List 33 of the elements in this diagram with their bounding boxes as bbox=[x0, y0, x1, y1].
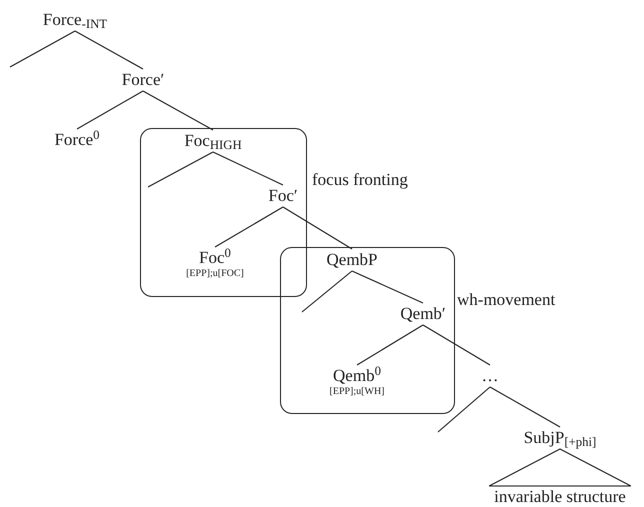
tree-branch bbox=[302, 270, 352, 312]
node-label: Force$^{0}$ bbox=[54, 130, 100, 150]
tree-branch bbox=[356, 324, 424, 366]
node-label: … bbox=[482, 366, 498, 386]
node-label: Foc$^{0}$ bbox=[199, 248, 231, 268]
tree-branch bbox=[76, 90, 144, 130]
tree-branch bbox=[438, 386, 490, 432]
feature-label: [EPP];u[FOC] bbox=[186, 268, 244, 280]
node-label: Force′ bbox=[122, 70, 164, 90]
box-label: wh-movement bbox=[457, 290, 556, 310]
tree-branch bbox=[212, 152, 284, 186]
tree-branch bbox=[74, 30, 144, 70]
grouping-box bbox=[140, 128, 307, 297]
tree-branch bbox=[352, 270, 424, 304]
tree-branch bbox=[142, 90, 214, 130]
triangle-branch bbox=[488, 448, 632, 487]
node-label: QembP bbox=[326, 250, 378, 270]
node-label: invariable structure bbox=[494, 487, 626, 507]
grouping-box bbox=[280, 247, 455, 414]
tree-branch bbox=[148, 152, 214, 188]
feature-label: [EPP];u[WH] bbox=[330, 386, 384, 398]
node-label: Foc$_{HIGH}$ bbox=[184, 131, 242, 151]
tree-branch bbox=[422, 324, 490, 366]
tree-branch bbox=[214, 206, 284, 248]
node-label: Force$_{-INT}$ bbox=[42, 10, 108, 30]
tree-branch bbox=[282, 206, 352, 250]
node-label: Foc′ bbox=[268, 186, 298, 206]
tree-branch bbox=[490, 386, 560, 428]
node-label: Qemb$^{0}$ bbox=[333, 366, 381, 386]
box-label: focus fronting bbox=[312, 170, 408, 190]
tree-branch bbox=[10, 30, 76, 68]
node-label: Qemb′ bbox=[400, 304, 446, 324]
node-label: SubjP$_{[+phi]}$ bbox=[524, 428, 596, 448]
